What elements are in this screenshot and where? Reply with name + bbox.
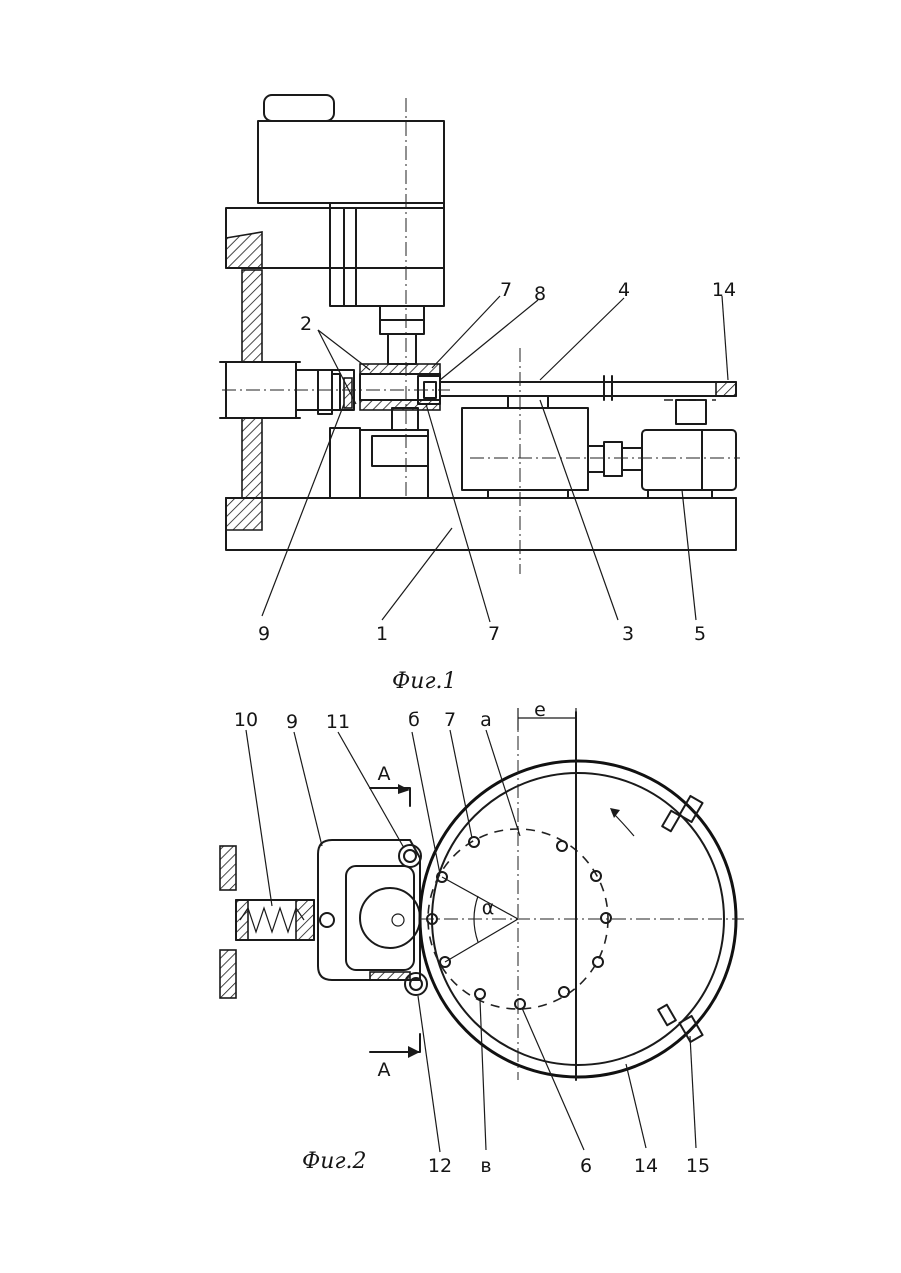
cutter-assembly bbox=[360, 364, 440, 430]
roller-housing bbox=[318, 840, 420, 980]
fig1-label-5: 5 bbox=[694, 623, 706, 645]
fig2-label-alpha: α bbox=[482, 897, 495, 919]
fig2-label-e: е bbox=[534, 699, 546, 721]
fig1-label-7-top: 7 bbox=[500, 279, 512, 301]
fig1-label-1: 1 bbox=[376, 623, 388, 645]
electric-motor bbox=[588, 400, 736, 498]
roller-12 bbox=[405, 973, 427, 995]
figure-1-leaders bbox=[262, 296, 728, 622]
machine-column bbox=[242, 270, 262, 498]
fig2-label-9: 9 bbox=[286, 711, 298, 733]
fig1-label-4: 4 bbox=[618, 279, 630, 301]
roller-11 bbox=[399, 845, 421, 867]
fig2-label-11: 11 bbox=[326, 711, 350, 733]
fig1-label-3: 3 bbox=[622, 623, 634, 645]
figure-2: 10 9 11 б 7 а е А А α 12 в 6 14 15 Фиг.2 bbox=[220, 699, 744, 1177]
base-plate bbox=[226, 498, 736, 550]
fig2-label-7: 7 bbox=[444, 709, 456, 731]
figure-2-caption: Фиг.2 bbox=[302, 1149, 367, 1174]
fig2-label-10: 10 bbox=[234, 709, 258, 731]
fig2-label-a: а bbox=[480, 709, 492, 731]
lower-drive bbox=[330, 428, 428, 498]
fig2-label-6: 6 bbox=[580, 1155, 592, 1177]
fig1-label-8: 8 bbox=[534, 283, 546, 305]
fig1-label-9: 9 bbox=[258, 623, 270, 645]
fig2-label-15: 15 bbox=[686, 1155, 710, 1177]
fig2-label-A-bottom: А bbox=[378, 1059, 391, 1081]
fig2-label-14: 14 bbox=[634, 1155, 658, 1177]
fig2-label-A-top: А bbox=[378, 763, 391, 785]
fig1-label-2: 2 bbox=[300, 313, 312, 335]
fig2-label-v: в bbox=[480, 1155, 491, 1177]
fig2-label-12: 12 bbox=[428, 1155, 452, 1177]
figure-1: 7 8 4 14 2 9 1 7 3 5 Фиг.1 bbox=[220, 95, 740, 694]
figure-1-caption: Фиг.1 bbox=[392, 669, 457, 694]
rotary-table-plate bbox=[440, 376, 736, 400]
fig2-label-b-cyr: б bbox=[408, 709, 420, 731]
fig1-label-7-bottom: 7 bbox=[488, 623, 500, 645]
fig1-label-14: 14 bbox=[712, 279, 736, 301]
